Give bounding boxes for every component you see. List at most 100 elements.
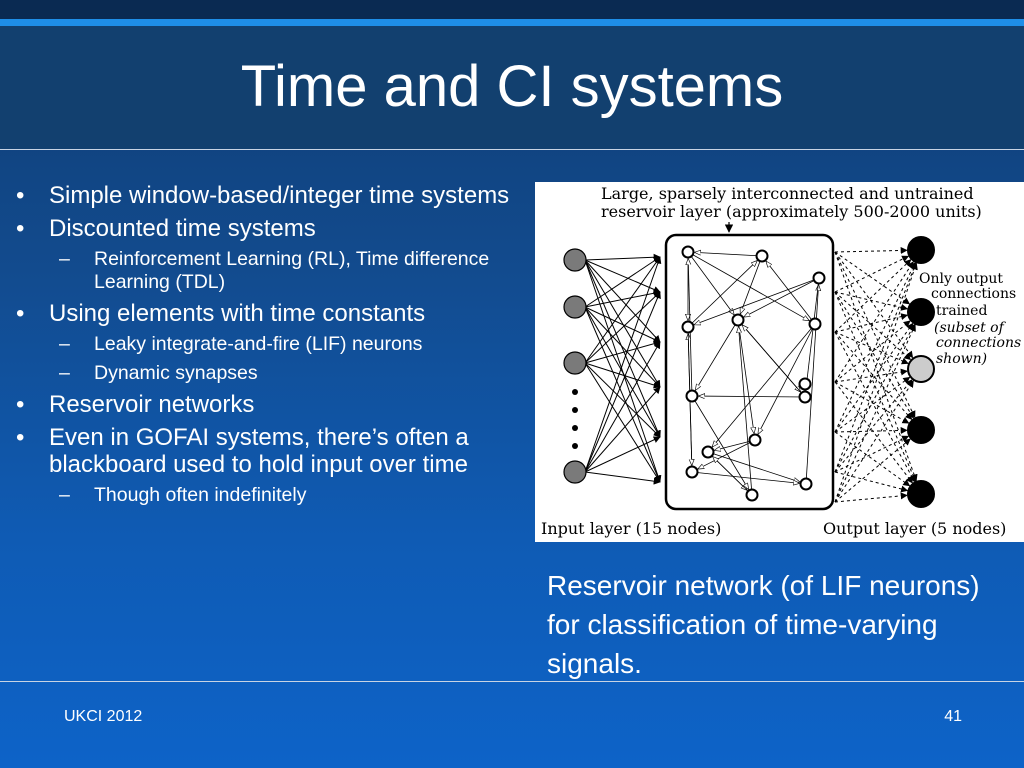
- output-note-line1: Only output: [919, 271, 1003, 287]
- sub-bullet-dash: –: [59, 484, 70, 506]
- output-connection: [834, 262, 916, 433]
- reservoir-connection: [695, 277, 820, 325]
- bullet-item: •Even in GOFAI systems, there’s often a …: [16, 424, 521, 478]
- output-connection: [834, 438, 911, 503]
- reservoir-connection: [687, 261, 757, 328]
- reservoir-connection: [739, 327, 753, 496]
- bullet-text: Simple window-based/integer time systems: [49, 182, 510, 209]
- reservoir-connection: [691, 471, 799, 483]
- input-connection: [584, 341, 661, 473]
- output-node: [907, 416, 935, 444]
- input-connection: [584, 306, 661, 388]
- input-connection: [584, 259, 661, 343]
- reservoir-node: [681, 320, 695, 334]
- output-connection: [834, 320, 911, 383]
- sub-bullet-dash: –: [59, 248, 70, 270]
- bullet-text: Even in GOFAI systems, there’s often a b…: [49, 424, 469, 478]
- output-connection: [834, 323, 915, 473]
- input-ellipsis-dot: [572, 425, 578, 431]
- input-connection: [584, 362, 661, 389]
- reservoir-node: [731, 313, 745, 327]
- sub-bullet-item: –Though often indefinitely: [16, 484, 521, 507]
- output-connection: [834, 380, 914, 503]
- sub-bullet-text: Leaky integrate-and-fire (LIF) neurons: [94, 333, 423, 355]
- reservoir-connection: [695, 252, 763, 257]
- reservoir-connection: [740, 255, 763, 313]
- input-connection: [584, 436, 661, 473]
- reservoir-label-line1: Large, sparsely interconnected and untra…: [601, 184, 974, 203]
- reservoir-node: [701, 445, 715, 459]
- output-node: [907, 236, 935, 264]
- output-connection: [834, 322, 914, 433]
- output-connection: [834, 246, 908, 254]
- output-connection: [834, 471, 909, 493]
- reservoir-node: [685, 389, 699, 403]
- output-note-line5: connections: [936, 335, 1021, 351]
- bullet-item: •Discounted time systems: [16, 215, 521, 242]
- output-layer-label: Output layer (5 nodes): [823, 519, 1006, 538]
- output-connection: [834, 492, 908, 503]
- output-note-line2: connections: [931, 286, 1016, 302]
- output-connection: [834, 426, 908, 434]
- reservoir-connection: [715, 439, 756, 450]
- input-node: [563, 351, 587, 375]
- sub-bullet-dash: –: [59, 362, 70, 384]
- reservoir-connection: [687, 251, 809, 321]
- sub-bullet-item: – Dynamic synapses: [16, 362, 521, 385]
- reservoir-node: [798, 390, 812, 404]
- input-connection: [584, 253, 661, 261]
- output-connection: [834, 331, 915, 483]
- output-connection: [834, 435, 910, 473]
- reservoir-node: [808, 317, 822, 331]
- output-connection: [834, 368, 908, 383]
- output-connection: [834, 313, 909, 333]
- output-node: [907, 355, 935, 383]
- output-connection: [834, 291, 912, 361]
- input-connection: [584, 306, 661, 343]
- reservoir-node: [799, 477, 813, 491]
- footer-divider: [0, 681, 1024, 682]
- output-connection: [834, 251, 911, 305]
- sub-bullet-text: Dynamic synapses: [94, 362, 258, 384]
- output-connection: [834, 262, 918, 503]
- input-node: [563, 460, 587, 484]
- input-connection: [584, 259, 661, 293]
- bullet-item: • Using elements with time constants: [16, 300, 521, 327]
- sub-bullet-text: Reinforcement Learning (RL), Time differ…: [94, 248, 490, 293]
- output-connection: [834, 331, 913, 421]
- input-ellipsis-dot: [572, 407, 578, 413]
- top-strip: [0, 0, 1024, 19]
- reservoir-node: [755, 249, 769, 263]
- input-node: [563, 295, 587, 319]
- bullet-dot: •: [16, 215, 25, 242]
- bullet-text: Using elements with time constants: [49, 300, 426, 327]
- slide-title: Time and CI systems: [240, 54, 784, 119]
- output-note-line3: trained: [936, 303, 987, 319]
- output-connection: [834, 291, 917, 482]
- reservoir-node: [685, 465, 699, 479]
- reservoir-node: [745, 488, 759, 502]
- reservoir-connection: [691, 395, 748, 489]
- bullet-dot: •: [16, 300, 25, 327]
- reservoir-connection: [744, 277, 820, 317]
- diagram-caption: Reservoir network (of LIF neurons) for c…: [547, 570, 980, 679]
- input-connection: [584, 291, 661, 473]
- reservoir-node: [798, 377, 812, 391]
- reservoir-connection: [806, 277, 820, 390]
- input-connection: [584, 362, 661, 483]
- accent-stripe: [0, 19, 1024, 26]
- input-connection: [584, 256, 662, 473]
- output-connection: [834, 255, 910, 293]
- output-note-line4: (subset of: [934, 320, 1007, 336]
- reservoir-connection: [696, 319, 739, 390]
- bullet-list: • Simple window-based/integer time system…: [16, 182, 521, 513]
- reservoir-label-line2: reservoir layer (approximately 500-2000 …: [601, 202, 982, 221]
- reservoir-node: [681, 245, 695, 259]
- output-node: [907, 298, 935, 326]
- footer-conference: UKCI 2012: [64, 708, 143, 725]
- bullet-item: •Reservoir networks: [16, 391, 521, 418]
- sub-bullet-item: – Leaky integrate-and-fire (LIF) neurons: [16, 333, 521, 356]
- reservoir-connection: [758, 323, 816, 434]
- sub-bullet-dash: –: [59, 333, 70, 355]
- input-connection: [584, 259, 661, 388]
